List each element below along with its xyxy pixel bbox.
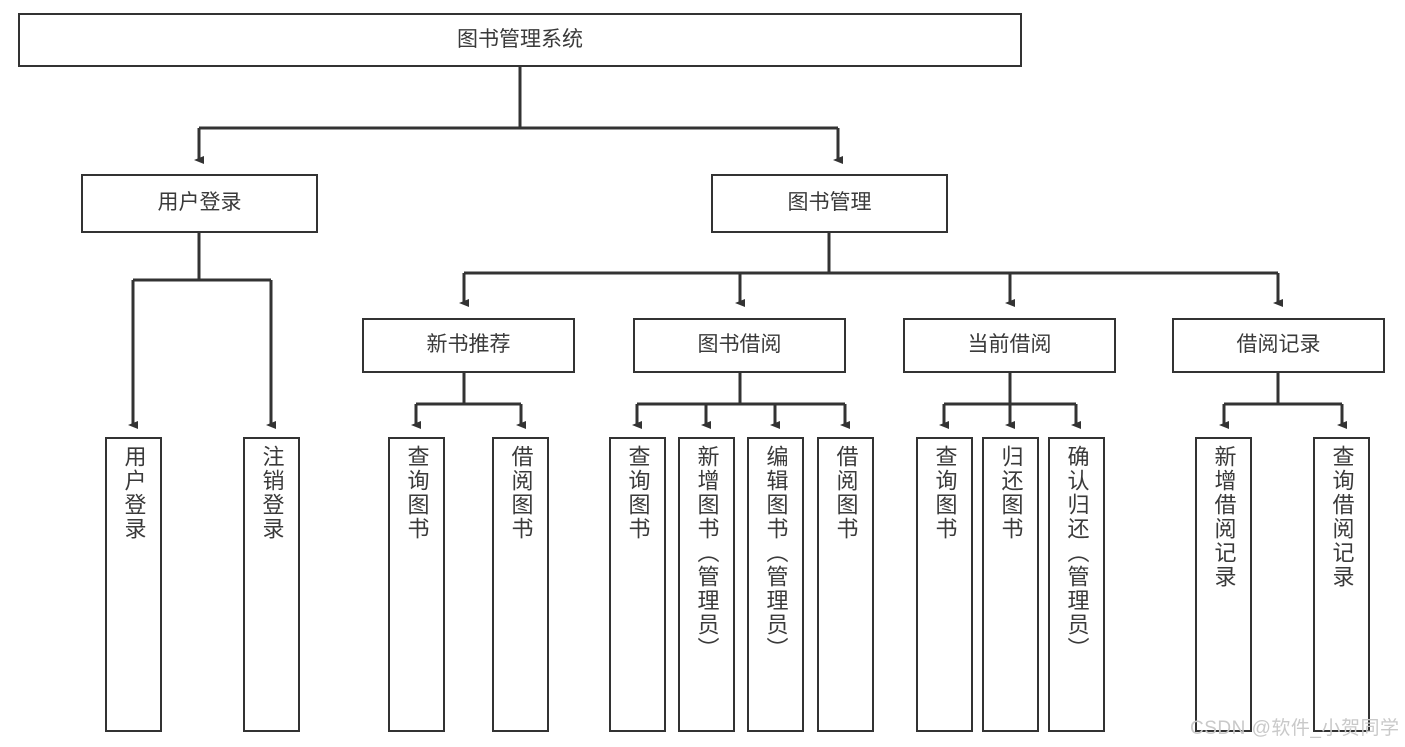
- leaf-label: 新增借阅记录: [1211, 445, 1237, 589]
- leaf-label: 查询图书: [625, 445, 651, 541]
- node-label: 新书推荐: [426, 333, 511, 357]
- leaf-label: 查询图书: [404, 445, 430, 541]
- leaf-query-book-recommend[interactable]: 查询图书: [388, 437, 445, 732]
- leaf-query-book-current[interactable]: 查询图书: [916, 437, 973, 732]
- leaf-edit-book-admin[interactable]: 编辑图书（管理员）: [747, 437, 804, 732]
- node-root-system[interactable]: 图书管理系统: [18, 13, 1022, 67]
- node-label: 借阅记录: [1236, 333, 1321, 357]
- leaf-confirm-return-admin[interactable]: 确认归还（管理员）: [1048, 437, 1105, 732]
- leaf-label: 借阅图书: [508, 445, 534, 541]
- node-user-login[interactable]: 用户登录: [81, 174, 318, 233]
- leaf-label: 查询图书: [932, 445, 958, 541]
- leaf-label: 用户登录: [121, 445, 147, 541]
- leaf-label: 归还图书: [998, 445, 1024, 541]
- leaf-label: 借阅图书: [833, 445, 859, 541]
- node-label: 图书借阅: [697, 333, 782, 357]
- leaf-query-book-borrow[interactable]: 查询图书: [609, 437, 666, 732]
- node-label: 图书管理系统: [457, 27, 583, 51]
- leaf-logout[interactable]: 注销登录: [243, 437, 300, 732]
- node-label: 当前借阅: [967, 333, 1052, 357]
- node-new-book-recommend[interactable]: 新书推荐: [362, 318, 575, 373]
- leaf-label: 查询借阅记录: [1329, 445, 1355, 589]
- leaf-label: 注销登录: [259, 445, 285, 541]
- leaf-add-borrow-record[interactable]: 新增借阅记录: [1195, 437, 1252, 732]
- node-current-borrow[interactable]: 当前借阅: [903, 318, 1116, 373]
- csdn-watermark: CSDN @软件_小贺同学: [1190, 718, 1400, 739]
- node-borrow-record[interactable]: 借阅记录: [1172, 318, 1385, 373]
- node-label: 图书管理: [787, 191, 872, 215]
- leaf-query-borrow-record[interactable]: 查询借阅记录: [1313, 437, 1370, 732]
- leaf-user-login[interactable]: 用户登录: [105, 437, 162, 732]
- leaf-label: 确认归还（管理员）: [1064, 445, 1090, 661]
- leaf-return-book[interactable]: 归还图书: [982, 437, 1039, 732]
- leaf-borrow-book[interactable]: 借阅图书: [817, 437, 874, 732]
- leaf-label: 编辑图书（管理员）: [763, 445, 789, 661]
- node-book-borrow[interactable]: 图书借阅: [633, 318, 846, 373]
- leaf-borrow-book-recommend[interactable]: 借阅图书: [492, 437, 549, 732]
- leaf-add-book-admin[interactable]: 新增图书（管理员）: [678, 437, 735, 732]
- leaf-label: 新增图书（管理员）: [694, 445, 720, 661]
- node-label: 用户登录: [157, 191, 242, 215]
- node-book-management[interactable]: 图书管理: [711, 174, 948, 233]
